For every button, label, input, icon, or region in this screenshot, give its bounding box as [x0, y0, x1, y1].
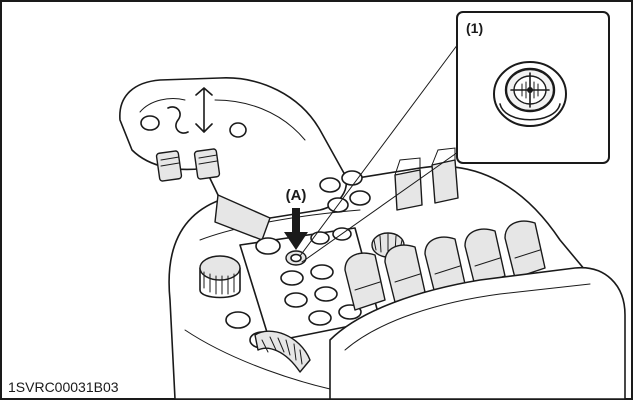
pointer-arrow: (A) — [284, 187, 308, 250]
control-plate — [239, 227, 381, 343]
lever-side-button-left — [155, 150, 183, 182]
armrest — [329, 266, 626, 400]
pointer-label: (A) — [286, 187, 307, 204]
callout-label: (1) — [466, 20, 483, 36]
switch-detail-icon — [493, 61, 567, 127]
callout-leaders — [299, 43, 459, 263]
lever-bank — [344, 220, 546, 311]
up-down-arrow-icon — [195, 87, 213, 133]
callout-box: (1) — [456, 11, 610, 164]
lever-round-switch-icon — [229, 122, 247, 138]
thumb-wheel — [254, 330, 311, 373]
rear-levers — [394, 147, 459, 211]
lever-circle-button-icon — [140, 115, 160, 131]
lever-side-button-right — [193, 148, 221, 180]
joystick-lever — [119, 77, 347, 241]
lever-s-curve-icon — [167, 106, 189, 134]
left-knob — [199, 255, 241, 299]
down-arrow-icon — [284, 208, 308, 250]
figure-code: 1SVRC00031B03 — [8, 379, 119, 395]
